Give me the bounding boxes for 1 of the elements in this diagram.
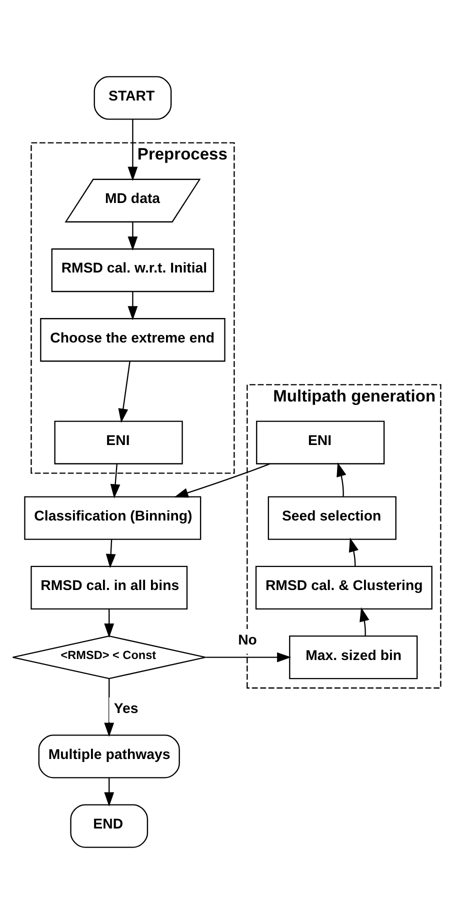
- edge-label: Yes: [114, 700, 138, 716]
